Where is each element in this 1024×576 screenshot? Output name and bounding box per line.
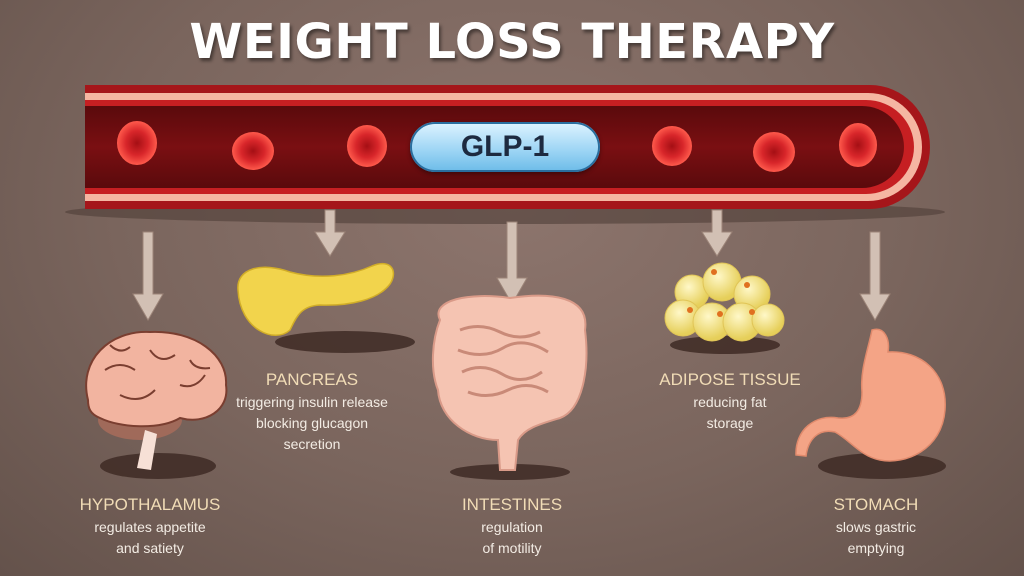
organ-desc: of motility xyxy=(482,540,542,556)
organ-name: HYPOTHALAMUS xyxy=(79,495,221,514)
pancreas-icon xyxy=(237,263,395,336)
organ-desc: secretion xyxy=(283,436,341,452)
organ-desc: triggering insulin release xyxy=(236,394,388,410)
glp1-badge: GLP-1 xyxy=(410,122,600,172)
label-intestines: INTESTINES regulation of motility xyxy=(402,493,622,559)
stomach-icon xyxy=(795,328,946,462)
organ-desc: storage xyxy=(706,415,754,431)
organ-shadows xyxy=(100,331,946,480)
organ-name: STOMACH xyxy=(833,495,919,514)
label-pancreas: PANCREAS triggering insulin release bloc… xyxy=(202,368,422,455)
arrows xyxy=(132,209,891,322)
label-stomach: STOMACH slows gastric emptying xyxy=(766,493,986,559)
intestines-icon xyxy=(431,294,588,471)
organ-desc: and satiety xyxy=(116,540,184,556)
organ-name: INTESTINES xyxy=(461,495,563,514)
label-adipose-tissue: ADIPOSE TISSUE reducing fat storage xyxy=(620,368,840,434)
brain-icon xyxy=(85,330,228,470)
organ-desc: regulates appetite xyxy=(94,519,206,535)
organ-desc: emptying xyxy=(847,540,905,556)
organ-desc: regulation xyxy=(481,519,543,535)
organ-desc: reducing fat xyxy=(693,394,767,410)
organ-desc: blocking glucagon xyxy=(255,415,369,431)
organ-name: ADIPOSE TISSUE xyxy=(659,370,801,389)
adipose-tissue-icon xyxy=(664,262,785,342)
glp1-label: GLP-1 xyxy=(460,130,550,163)
label-hypothalamus: HYPOTHALAMUS regulates appetite and sati… xyxy=(40,493,260,559)
red-blood-cells xyxy=(117,121,877,172)
organ-desc: slows gastric xyxy=(835,519,917,535)
organ-name: PANCREAS xyxy=(265,370,359,389)
page-title: WEIGHT LOSS THERAPY xyxy=(189,14,835,70)
